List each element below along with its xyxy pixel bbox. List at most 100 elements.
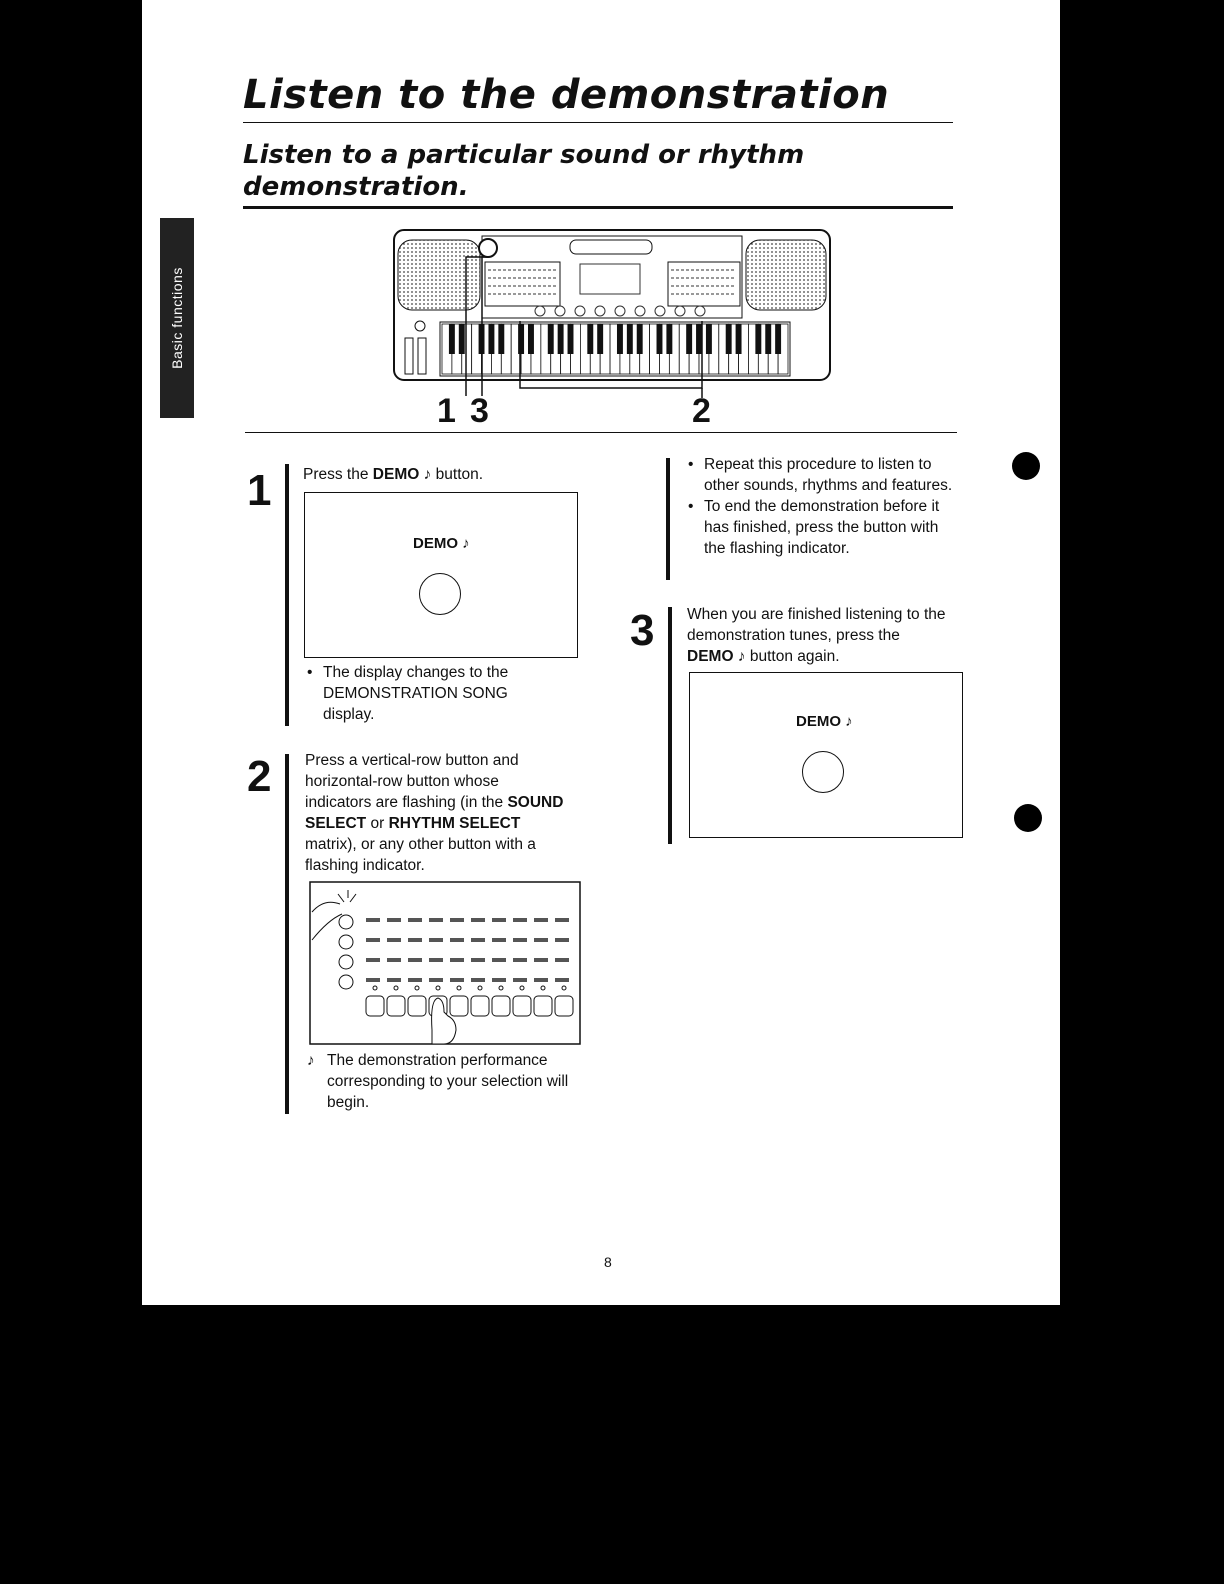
matrix-label-mark: [471, 958, 485, 962]
step-1-note-item: The display changes to the DEMONSTRATION…: [307, 662, 563, 725]
note-icon: ♪: [462, 535, 470, 552]
title-rule: [243, 122, 953, 123]
demo-button-circle: [802, 751, 844, 793]
matrix-label-mark: [471, 918, 485, 922]
row-button: [338, 934, 354, 950]
column-indicator: [414, 985, 420, 991]
column-button: [407, 995, 427, 1017]
sound-select-matrix-illustration: [309, 881, 581, 1045]
matrix-label-mark: [534, 918, 548, 922]
matrix-label-mark: [534, 938, 548, 942]
demo-label: DEMO ♪: [413, 535, 470, 552]
binder-hole: [1014, 804, 1042, 832]
section-subtitle-line2: demonstration.: [243, 172, 469, 202]
matrix-label-mark: [408, 978, 422, 982]
column-button: [533, 995, 553, 1017]
column-indicator: [393, 985, 399, 991]
matrix-label-mark: [534, 978, 548, 982]
column-button: [491, 995, 511, 1017]
matrix-label-mark: [513, 938, 527, 942]
matrix-label-mark: [408, 938, 422, 942]
step-1-note: The display changes to the DEMONSTRATION…: [305, 662, 563, 725]
scan-border-bottom: [0, 1305, 1224, 1584]
step-2-instruction: Press a vertical-row button and horizont…: [305, 752, 564, 874]
column-indicator: [456, 985, 462, 991]
note-icon: ♪: [737, 648, 746, 665]
black-key: [518, 324, 525, 354]
column-button: [365, 995, 385, 1017]
subtitle-rule: [243, 206, 953, 209]
matrix-label-mark: [429, 978, 443, 982]
demo-keyword: DEMO: [687, 648, 734, 665]
side-tab: Basic functions: [160, 218, 194, 418]
matrix-rows: [338, 914, 569, 990]
black-key: [696, 324, 702, 354]
black-key: [458, 324, 465, 354]
column-indicator: [519, 985, 525, 991]
matrix-label-mark: [471, 938, 485, 942]
matrix-label-mark: [450, 978, 464, 982]
column-indicator: [498, 985, 504, 991]
right-note-item: Repeat this procedure to listen to other…: [688, 454, 956, 496]
black-key: [597, 324, 604, 354]
matrix-label-mark: [492, 918, 506, 922]
matrix-buttons: [365, 985, 574, 1017]
step-1-bar: [285, 464, 289, 726]
matrix-label-mark: [555, 918, 569, 922]
keyboard-illustration: [393, 229, 831, 398]
binder-hole: [1012, 452, 1040, 480]
black-key: [448, 324, 455, 354]
matrix-label-mark: [429, 958, 443, 962]
column-indicator: [372, 985, 378, 991]
document-page: [142, 0, 1060, 1305]
matrix-label-mark: [471, 978, 485, 982]
matrix-label-mark: [492, 958, 506, 962]
right-notes: Repeat this procedure to listen to other…: [686, 454, 956, 559]
black-key: [705, 324, 712, 354]
page-title: Listen to the demonstration: [243, 72, 890, 118]
callout-2: 2: [692, 392, 711, 430]
black-key: [775, 324, 782, 354]
matrix-label-mark: [513, 918, 527, 922]
matrix-label-mark: [408, 958, 422, 962]
row-button: [338, 914, 354, 930]
matrix-label-mark: [492, 978, 506, 982]
step-2-bar: [285, 754, 289, 1114]
black-key: [616, 324, 623, 354]
step-3-instruction: When you are finished listening to the d…: [687, 606, 946, 665]
column-indicator: [477, 985, 483, 991]
figure-rule: [245, 432, 957, 433]
column-indicator: [540, 985, 546, 991]
step-2-note: ♪ The demonstration performance correspo…: [307, 1052, 569, 1111]
rhythm-select-keyword: RHYTHM SELECT: [388, 815, 521, 832]
column-button: [554, 995, 574, 1017]
black-key: [488, 324, 495, 354]
black-key: [656, 324, 663, 354]
column-indicator: [561, 985, 567, 991]
black-key: [735, 324, 742, 354]
matrix-label-mark: [450, 918, 464, 922]
matrix-label-mark: [429, 918, 443, 922]
note-icon: ♪: [423, 466, 432, 483]
sound-select-keyword: SOUND SELECT: [305, 794, 564, 832]
demo-button-diagram-1: DEMO ♪: [304, 492, 578, 658]
black-key: [557, 324, 564, 354]
demo-button-circle: [419, 573, 461, 615]
column-button: [470, 995, 490, 1017]
matrix-label-mark: [555, 938, 569, 942]
step-1-instruction: Press the DEMO ♪ button.: [303, 466, 484, 483]
demo-button-diagram-3: DEMO ♪: [689, 672, 963, 838]
right-notes-bar: [666, 458, 670, 580]
step-3-bar: [668, 607, 672, 844]
callout-1: 1: [437, 392, 456, 430]
section-subtitle-line1: Listen to a particular sound or rhythm: [243, 140, 805, 170]
matrix-label-mark: [429, 938, 443, 942]
black-key: [765, 324, 772, 354]
matrix-label-mark: [366, 958, 380, 962]
matrix-label-mark: [513, 958, 527, 962]
matrix-label-mark: [555, 978, 569, 982]
matrix-label-mark: [450, 938, 464, 942]
note-icon: ♪: [845, 713, 853, 730]
column-button: [386, 995, 406, 1017]
black-key: [626, 324, 633, 354]
